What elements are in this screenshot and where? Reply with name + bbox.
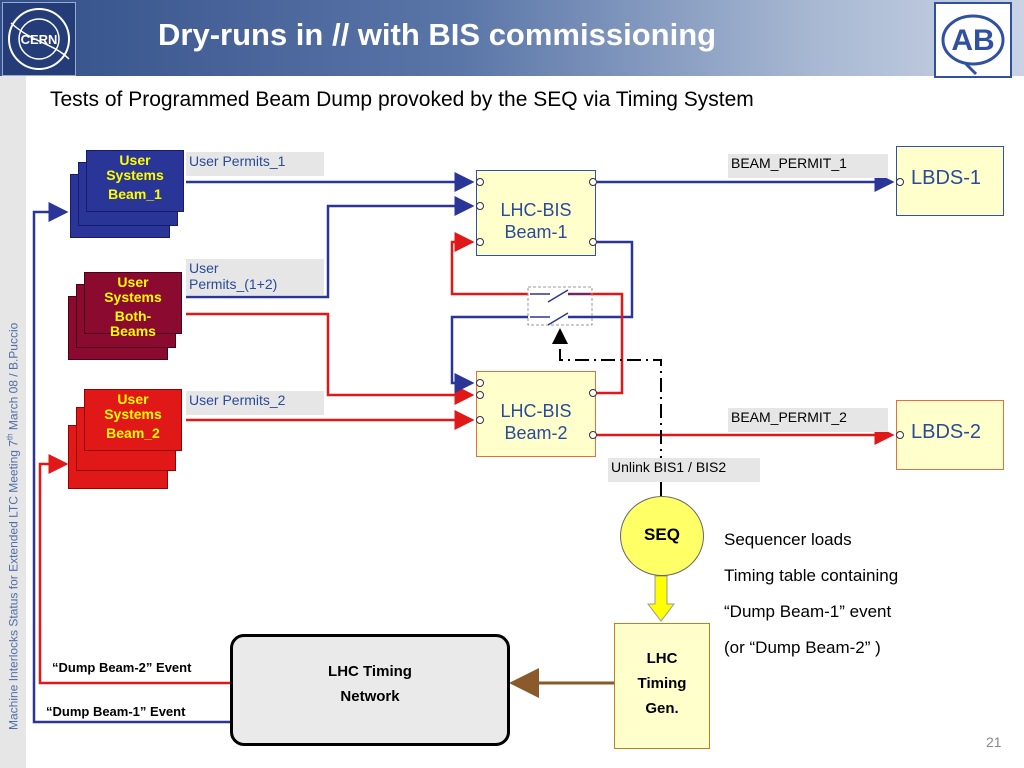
note-line: Timing table containing — [724, 566, 899, 585]
user-systems-line1: User — [117, 274, 149, 290]
connector-node — [589, 389, 597, 397]
wire-user-permits-12-bis2 — [186, 312, 475, 405]
label-dump-beam-2-event: “Dump Beam-2” Event — [52, 660, 192, 675]
user-systems-line3: Both- — [114, 308, 152, 324]
lbds-1: LBDS-1 — [896, 146, 1004, 216]
page-number: 21 — [986, 734, 1002, 750]
link-switch — [527, 286, 593, 326]
connector-node — [476, 238, 484, 246]
lhc-timing-network: LHC Timing Network — [230, 634, 510, 746]
connector-node — [589, 178, 597, 186]
user-systems-line3: Beam_1 — [108, 186, 162, 202]
user-systems-line3: Beam_2 — [106, 425, 160, 441]
cern-logo-icon: CERN — [8, 8, 70, 70]
ab-logo-icon: AB — [941, 14, 1005, 76]
user-systems-line1: User — [119, 152, 151, 168]
user-systems-line2: Systems — [104, 289, 162, 305]
user-systems-line1: User — [117, 391, 149, 407]
connector-node — [476, 391, 484, 399]
note-line: Sequencer loads — [724, 530, 852, 549]
unlink-control-line — [552, 328, 662, 496]
seq-to-timing-gen-arrow — [646, 575, 676, 622]
wire-user-permits-12-bis1 — [186, 196, 475, 299]
wire-bis1-link — [568, 240, 634, 319]
label-unlink: Unlink BIS1 / BIS2 — [608, 458, 760, 482]
lhc-timing-gen: LHC Timing Gen. — [614, 623, 710, 749]
connector-node — [589, 431, 597, 439]
connector-node — [589, 238, 597, 246]
title-bar: CERN Dry-runs in // with BIS commissioni… — [0, 0, 1024, 78]
connector-node — [476, 379, 484, 387]
svg-text:CERN: CERN — [21, 32, 58, 47]
wire-bis1-to-bis2 — [450, 315, 528, 393]
ab-logo: AB — [934, 2, 1012, 78]
label-beam-permit-2: BEAM_PERMIT_2 — [728, 408, 888, 432]
sidebar — [0, 76, 26, 768]
connector-node — [476, 178, 484, 186]
wire-dump-beam-2-event — [38, 454, 230, 685]
lbds-2: LBDS-2 — [896, 400, 1004, 470]
sequencer: SEQ — [620, 496, 704, 576]
note-line: “Dump Beam-1” event — [724, 602, 892, 621]
page-title: Dry-runs in // with BIS commissioning — [158, 17, 717, 52]
wire-bis2-link — [568, 292, 624, 395]
connector-node — [896, 431, 904, 439]
user-systems-line2: Systems — [104, 406, 162, 422]
connector-node — [476, 202, 484, 210]
wire-bis2-to-bis1 — [450, 232, 528, 296]
cern-logo: CERN — [2, 2, 76, 76]
connector-node — [896, 178, 904, 186]
user-systems-line4: Beams — [110, 323, 156, 339]
label-beam-permit-1: BEAM_PERMIT_1 — [728, 154, 888, 178]
label-dump-beam-1-event: “Dump Beam-1” Event — [46, 704, 186, 719]
wire-dump-beam-1-event — [32, 202, 230, 724]
note-line: (or “Dump Beam-2” ) — [724, 638, 881, 657]
user-systems-line2: Systems — [106, 167, 164, 183]
label-user-permits-1: User Permits_1 — [186, 152, 324, 176]
slide-subtitle: Tests of Programmed Beam Dump provoked b… — [50, 88, 754, 111]
label-user-permits-2: User Permits_2 — [186, 391, 324, 415]
connector-node — [476, 416, 484, 424]
svg-text:AB: AB — [951, 24, 994, 57]
